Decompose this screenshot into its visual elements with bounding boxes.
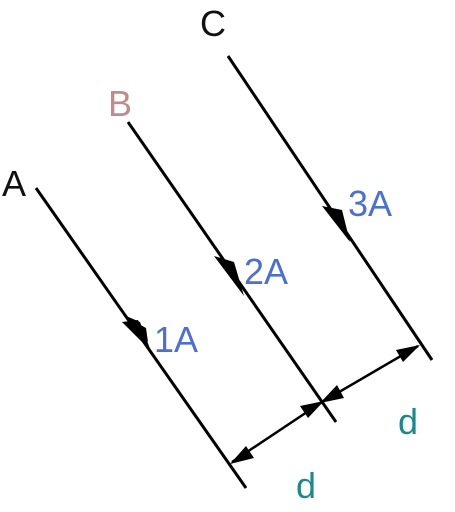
spacing-label-bc: d xyxy=(398,401,418,442)
wire-a-name: A xyxy=(2,163,26,204)
spacing-arrow-bc-head-left-icon xyxy=(320,385,344,403)
spacing-arrow-ab-head-right-icon xyxy=(300,401,324,418)
wire-c-name: C xyxy=(200,3,226,44)
spacing-arrow-ab-head-left-icon xyxy=(230,446,254,464)
wire-c-current-label: 3A xyxy=(348,183,392,224)
current-arrow-a-head xyxy=(126,316,152,354)
wire-b-name: B xyxy=(108,83,132,124)
current-arrow-a-fill xyxy=(122,320,150,350)
wire-a-current-label: 1A xyxy=(154,319,198,360)
wire-b-current-label: 2A xyxy=(244,251,288,292)
spacing-label-ab: d xyxy=(296,465,316,506)
current-arrow-b-icon xyxy=(214,256,244,296)
current-arrow-c-icon xyxy=(322,206,350,242)
spacing-arrow-bc-head-right-icon xyxy=(396,345,420,362)
